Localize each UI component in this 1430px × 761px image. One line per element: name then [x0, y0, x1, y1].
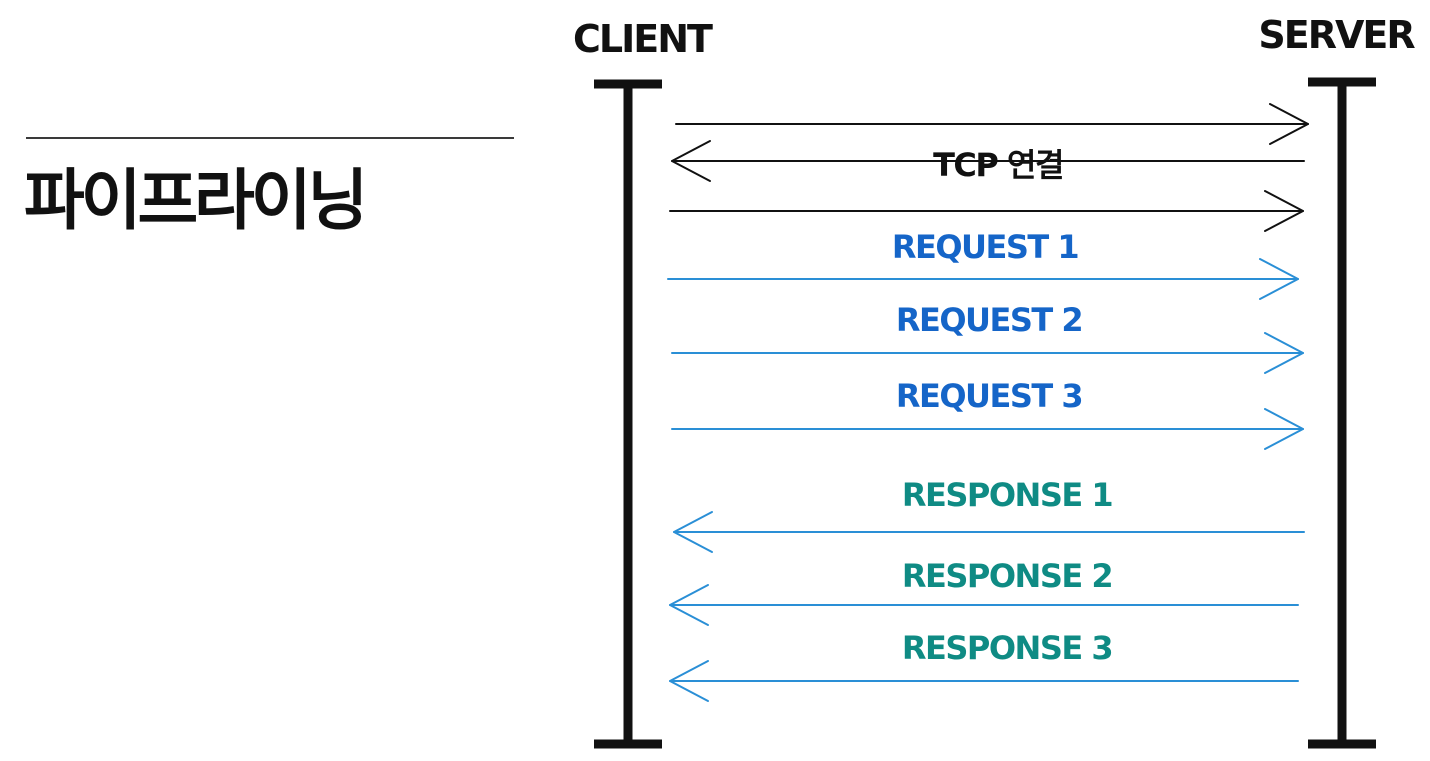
- server-label: SERVER: [1258, 13, 1415, 57]
- page-title: 파이프라이닝: [24, 162, 368, 239]
- response-1-arrow: [673, 511, 1305, 553]
- message-arrows: [667, 103, 1309, 702]
- request-1-label: REQUEST 1: [892, 228, 1079, 266]
- syn-arrow: [675, 103, 1309, 145]
- tcp-connection-label: TCP 연결: [933, 146, 1063, 184]
- request-2-label: REQUEST 2: [896, 301, 1082, 339]
- message-labels: REQUEST 1 REQUEST 2 REQUEST 3 RESPONSE 1 RES…: [892, 146, 1114, 667]
- title-divider: [26, 137, 514, 139]
- ack-arrow: [669, 190, 1304, 232]
- response-1-label: RESPONSE 1: [902, 476, 1113, 514]
- syn-ack-arrow: [671, 140, 1305, 182]
- request-3-arrow: [671, 408, 1304, 450]
- response-3-arrow: [669, 660, 1299, 702]
- request-2-arrow: [671, 332, 1304, 374]
- client-label: CLIENT: [573, 17, 713, 61]
- response-2-arrow: [669, 584, 1299, 626]
- client-lifeline: [594, 79, 662, 749]
- response-3-label: RESPONSE 3: [902, 629, 1112, 667]
- server-lifeline: [1308, 77, 1376, 749]
- request-3-label: REQUEST 3: [896, 377, 1082, 415]
- response-2-label: RESPONSE 2: [902, 557, 1112, 595]
- request-1-arrow: [667, 258, 1299, 300]
